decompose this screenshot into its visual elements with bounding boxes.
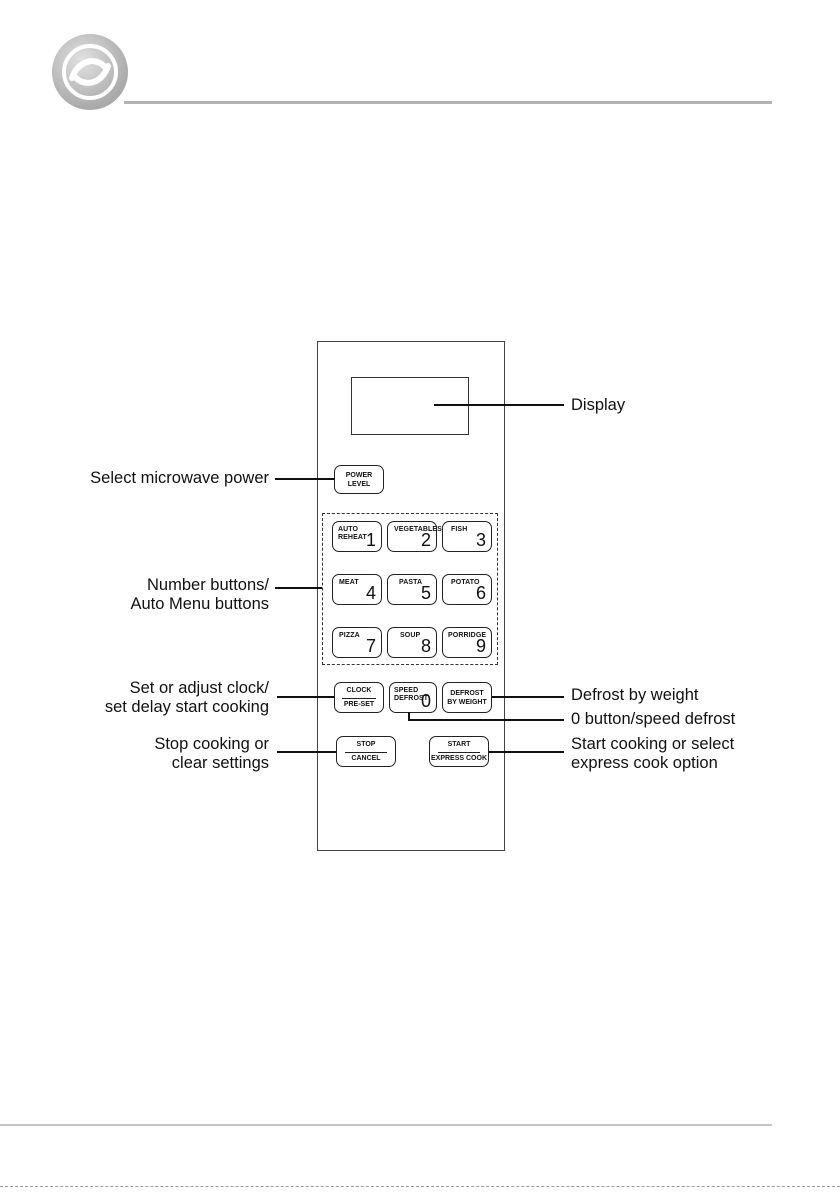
leader-line-clock [277, 696, 334, 698]
number-buttons-group [322, 513, 498, 665]
fish-button[interactable]: FISH 3 [442, 521, 492, 552]
stop-label: STOP [356, 741, 376, 748]
circular-arrows-icon [52, 34, 128, 110]
start-label: START [447, 741, 471, 748]
page-edge-dots [0, 1186, 840, 1187]
leader-line-numbers [275, 587, 322, 589]
button-number: 2 [420, 530, 431, 550]
express-cook-label: EXPRESS COOK [430, 755, 487, 762]
button-number: 8 [420, 636, 431, 656]
header-rule [124, 101, 772, 104]
pasta-button[interactable]: PASTA 5 [387, 574, 437, 605]
button-number: 4 [365, 583, 376, 603]
callout-power: Select microwave power [90, 469, 269, 487]
leader-line-stop [277, 751, 336, 753]
meat-button[interactable]: MEAT 4 [332, 574, 382, 605]
control-panel [317, 341, 505, 851]
callout-defrost-weight: Defrost by weight [571, 686, 699, 704]
button-divider [438, 751, 480, 753]
callout-display: Display [571, 396, 626, 414]
clock-preset-button[interactable]: CLOCK PRE-SET [334, 682, 384, 713]
preset-label: PRE-SET [343, 701, 375, 708]
leader-line-start [489, 751, 564, 753]
potato-label: POTATO [451, 579, 480, 586]
pizza-label: PIZZA [339, 632, 360, 639]
callout-clock: Set or adjust clock/set delay start cook… [104, 679, 269, 716]
button-number: 5 [420, 583, 431, 603]
potato-button[interactable]: POTATO 6 [442, 574, 492, 605]
soup-button[interactable]: SOUP 8 [387, 627, 437, 658]
leader-line-power [275, 478, 334, 480]
vegetables-button[interactable]: VEGETABLES 2 [387, 521, 442, 552]
start-express-cook-button[interactable]: START EXPRESS COOK [429, 736, 489, 767]
panel-display [351, 377, 469, 435]
fish-label: FISH [451, 526, 468, 533]
meat-label: MEAT [339, 579, 359, 586]
stop-cancel-button[interactable]: STOP CANCEL [336, 736, 396, 767]
leader-line-zero-vertical [408, 712, 410, 720]
leader-line-defrost-weight [492, 696, 564, 698]
button-number: 0 [420, 691, 431, 711]
callout-zero-button: 0 button/speed defrost [571, 710, 736, 728]
button-divider [341, 697, 377, 699]
leader-line-zero [408, 719, 564, 721]
button-number: 9 [475, 636, 486, 656]
leader-line-display [434, 404, 564, 406]
button-number: 3 [475, 530, 486, 550]
footer-rule [0, 1124, 772, 1126]
clock-label: CLOCK [346, 687, 372, 694]
pizza-button[interactable]: PIZZA 7 [332, 627, 382, 658]
button-number: 6 [475, 583, 486, 603]
porridge-label: PORRIDGE [448, 632, 487, 639]
button-divider [345, 751, 387, 753]
button-number: 1 [365, 530, 376, 550]
button-number: 7 [365, 636, 376, 656]
callout-numbers: Number buttons/Auto Menu buttons [130, 576, 269, 613]
soup-label: SOUP [400, 632, 421, 639]
vegetables-label: VEGETABLES [394, 526, 442, 533]
cancel-label: CANCEL [351, 755, 381, 762]
porridge-button[interactable]: PORRIDGE 9 [442, 627, 492, 658]
pasta-label: PASTA [399, 579, 423, 586]
